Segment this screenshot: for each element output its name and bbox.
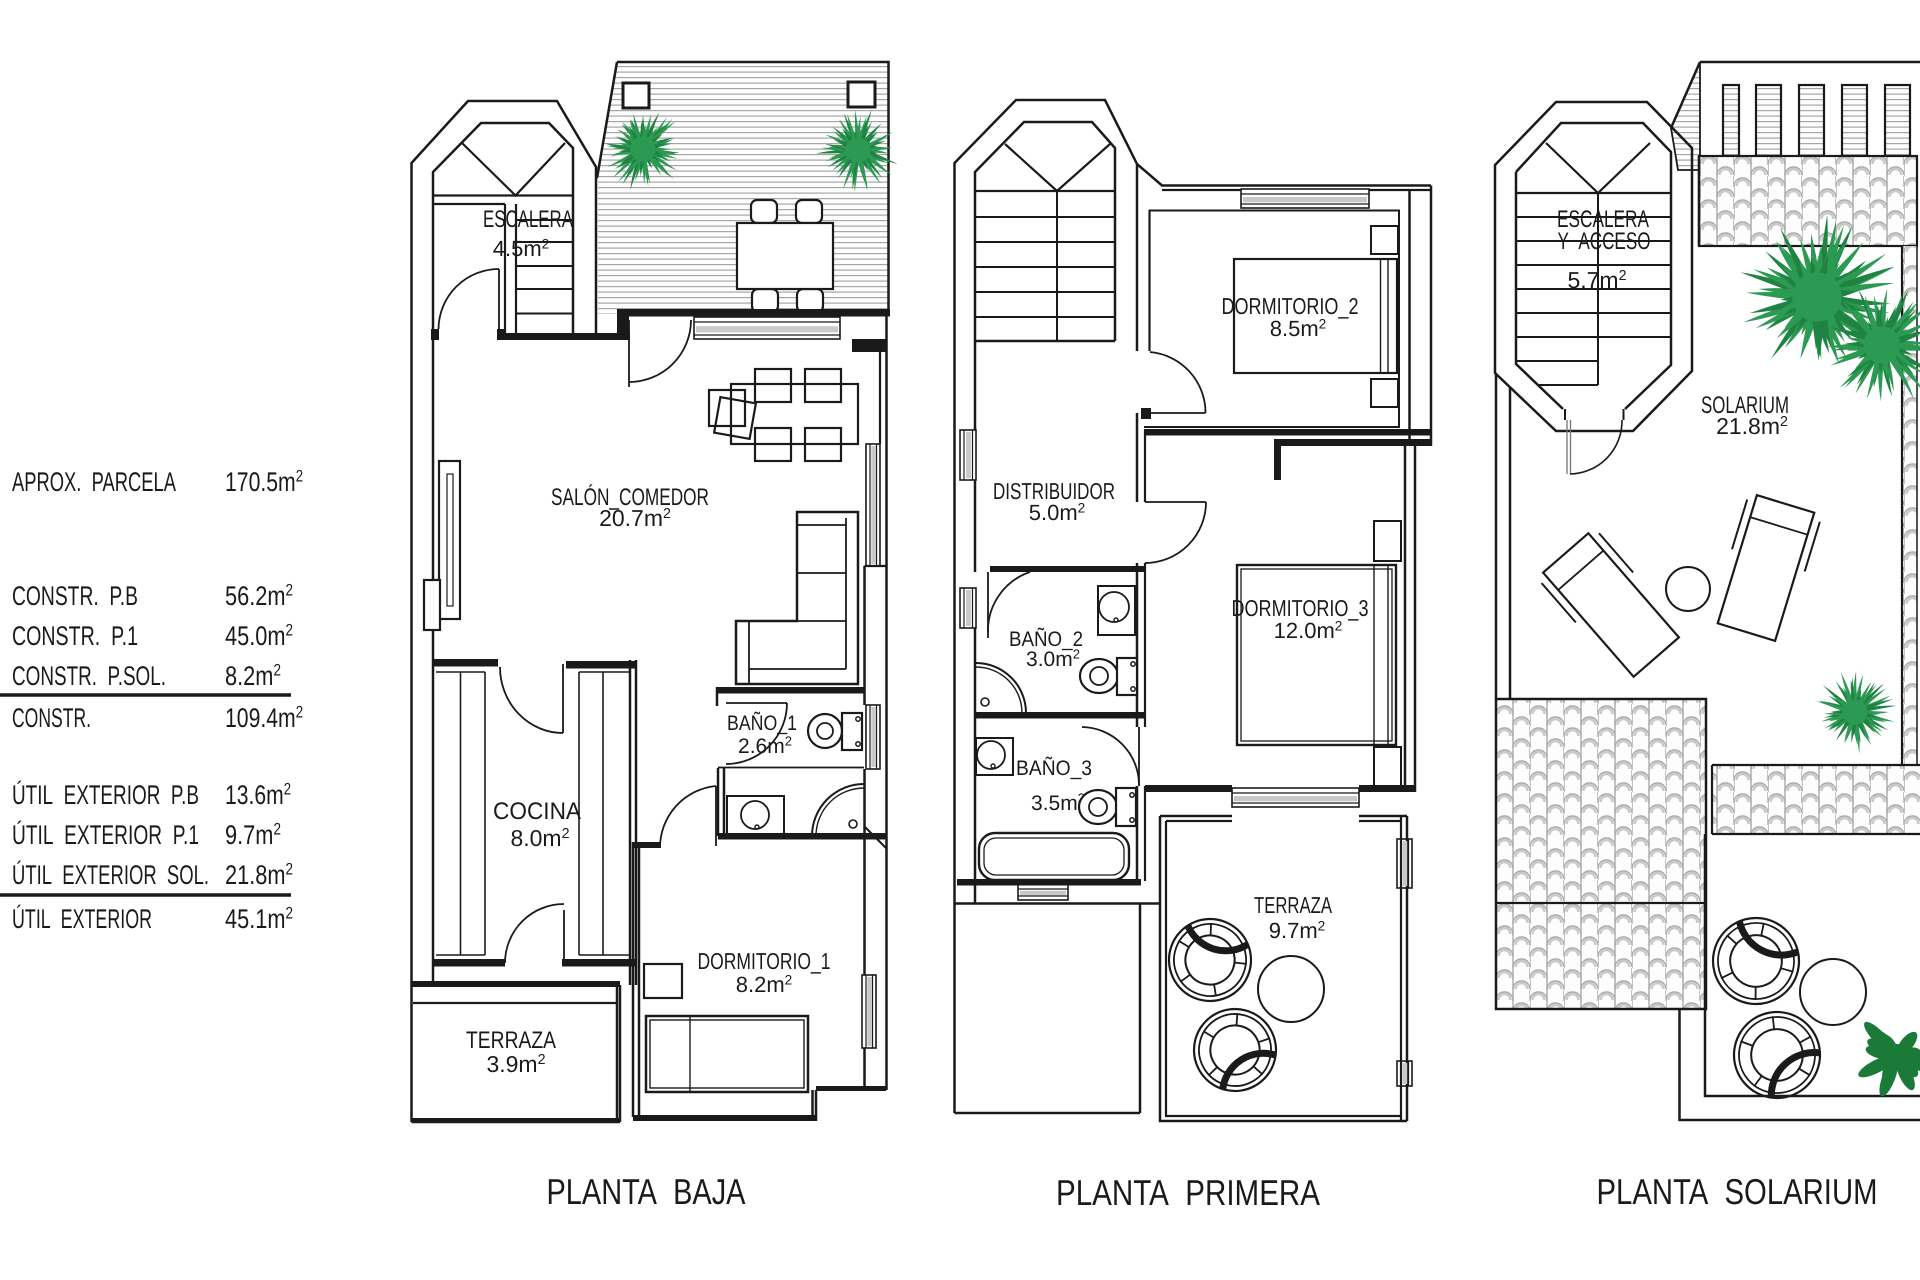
svg-text:8.0m2: 8.0m2 bbox=[510, 825, 569, 851]
svg-text:DORMITORIO_2: DORMITORIO_2 bbox=[1222, 293, 1359, 319]
svg-text:ÚTIL EXTERIOR P.B: ÚTIL EXTERIOR P.B bbox=[12, 780, 199, 810]
svg-text:2.6m2: 2.6m2 bbox=[738, 734, 792, 758]
svg-text:45.0m2: 45.0m2 bbox=[225, 621, 293, 651]
svg-text:PLANTA BAJA: PLANTA BAJA bbox=[547, 1171, 746, 1212]
svg-text:5.0m2: 5.0m2 bbox=[1029, 500, 1086, 525]
svg-text:9.7m2: 9.7m2 bbox=[225, 820, 281, 850]
svg-text:20.7m2: 20.7m2 bbox=[599, 505, 671, 531]
svg-text:BAÑO_2: BAÑO_2 bbox=[1009, 627, 1083, 651]
svg-text:CONSTR. P.1: CONSTR. P.1 bbox=[12, 621, 138, 651]
svg-text:CONSTR. P.SOL.: CONSTR. P.SOL. bbox=[12, 661, 166, 691]
svg-text:ESCALERA: ESCALERA bbox=[1557, 206, 1649, 233]
svg-text:DISTRIBUIDOR: DISTRIBUIDOR bbox=[993, 478, 1115, 504]
svg-text:CONSTR. P.B: CONSTR. P.B bbox=[12, 581, 138, 611]
svg-text:3.5m2: 3.5m2 bbox=[1031, 791, 1085, 815]
svg-text:ÚTIL EXTERIOR P.1: ÚTIL EXTERIOR P.1 bbox=[12, 820, 199, 850]
svg-text:ÚTIL EXTERIOR: ÚTIL EXTERIOR bbox=[12, 904, 152, 934]
svg-text:ÚTIL EXTERIOR SOL.: ÚTIL EXTERIOR SOL. bbox=[12, 860, 209, 890]
svg-text:SALÓN_COMEDOR: SALÓN_COMEDOR bbox=[551, 484, 709, 511]
svg-text:3.9m2: 3.9m2 bbox=[486, 1051, 545, 1077]
svg-text:8.2m2: 8.2m2 bbox=[736, 972, 793, 997]
svg-text:3.0m2: 3.0m2 bbox=[1026, 647, 1080, 671]
svg-text:ESCALERA: ESCALERA bbox=[483, 206, 573, 233]
svg-text:PLANTA SOLARIUM: PLANTA SOLARIUM bbox=[1597, 1171, 1878, 1212]
svg-text:Y ACCESO: Y ACCESO bbox=[1558, 228, 1651, 255]
svg-text:9.7m2: 9.7m2 bbox=[1269, 918, 1326, 943]
svg-text:PLANTA PRIMERA: PLANTA PRIMERA bbox=[1056, 1172, 1320, 1213]
svg-text:21.8m2: 21.8m2 bbox=[225, 860, 293, 890]
svg-text:56.2m2: 56.2m2 bbox=[225, 581, 293, 611]
svg-text:5.7m2: 5.7m2 bbox=[1567, 267, 1626, 293]
svg-text:CONSTR.: CONSTR. bbox=[12, 703, 91, 733]
svg-text:APROX. PARCELA: APROX. PARCELA bbox=[12, 467, 176, 497]
svg-text:BAÑO_3: BAÑO_3 bbox=[1016, 756, 1092, 780]
svg-text:BAÑO_1: BAÑO_1 bbox=[727, 711, 797, 735]
svg-text:SOLARIUM: SOLARIUM bbox=[1701, 392, 1789, 419]
svg-text:45.1m2: 45.1m2 bbox=[225, 904, 293, 934]
svg-text:13.6m2: 13.6m2 bbox=[225, 780, 291, 810]
svg-text:DORMITORIO_3: DORMITORIO_3 bbox=[1232, 595, 1369, 621]
svg-text:TERRAZA: TERRAZA bbox=[466, 1027, 556, 1054]
svg-text:109.4m2: 109.4m2 bbox=[225, 703, 303, 733]
svg-text:COCINA: COCINA bbox=[493, 798, 581, 825]
svg-text:4.5m2: 4.5m2 bbox=[493, 236, 550, 261]
svg-text:8.5m2: 8.5m2 bbox=[1270, 316, 1327, 341]
svg-text:TERRAZA: TERRAZA bbox=[1254, 892, 1332, 918]
svg-text:DORMITORIO_1: DORMITORIO_1 bbox=[698, 948, 831, 974]
svg-text:170.5m2: 170.5m2 bbox=[225, 467, 303, 497]
svg-text:8.2m2: 8.2m2 bbox=[225, 661, 281, 691]
svg-text:21.8m2: 21.8m2 bbox=[1716, 413, 1788, 439]
svg-text:12.0m2: 12.0m2 bbox=[1274, 618, 1343, 643]
